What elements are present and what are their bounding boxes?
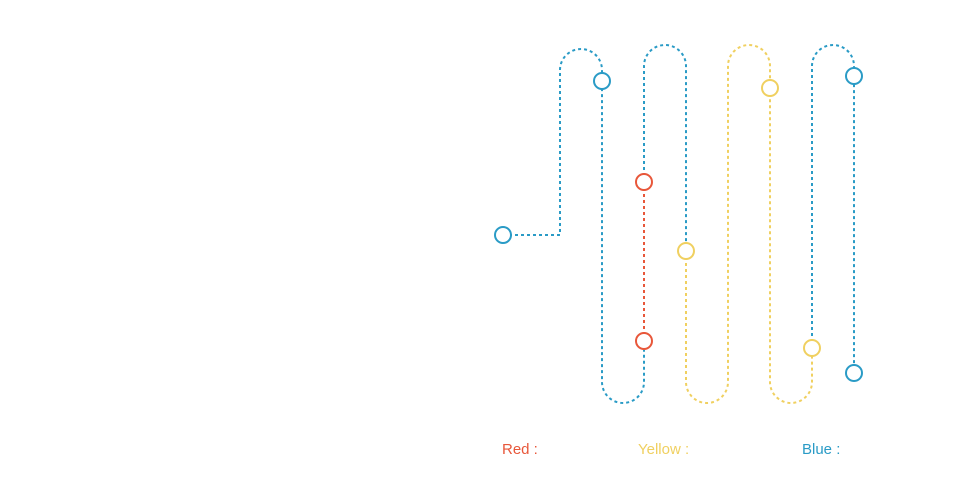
blue-path-segment-2 (643, 44, 687, 251)
yellow-path-segment (685, 44, 813, 404)
blue-path-segment-1 (503, 48, 645, 404)
yellow-middle-node (677, 242, 695, 260)
red-top-node (635, 173, 653, 191)
blue-end-node (845, 364, 863, 382)
blue-top-node-1 (593, 72, 611, 90)
legend-blue-label: Blue : (802, 441, 841, 458)
legend-red-label: Red : (502, 441, 538, 458)
blue-top-node-2 (845, 67, 863, 85)
blue-path-segment-3 (811, 44, 855, 373)
blue-start-node (494, 226, 512, 244)
legend-yellow-label: Yellow : (638, 441, 690, 458)
yellow-top-node (761, 79, 779, 97)
red-bottom-node (635, 332, 653, 350)
yellow-bottom-node (803, 339, 821, 357)
